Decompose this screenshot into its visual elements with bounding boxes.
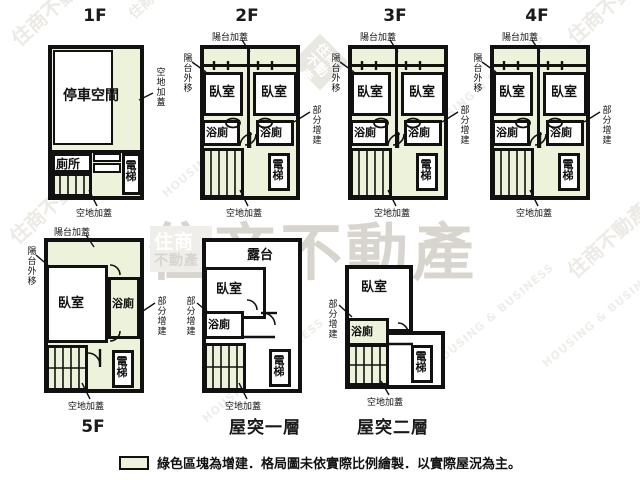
floor-plan-1f: 1F 停車空間 廁所 電梯 空地加蓋 空地加蓋 [0, 0, 180, 220]
room-bedroom-5f [46, 265, 108, 343]
corridor-box [93, 153, 121, 162]
note-balcony-addition-3f: 陽台加蓋 [360, 33, 397, 43]
room-bathroom-left-4f [492, 120, 530, 146]
room-bathroom-roof1 [204, 311, 244, 339]
note-balcony-moved-2f: 陽台外移 [183, 54, 193, 94]
room-label-bedroom: 臥室 [409, 85, 436, 100]
room-elevator-4f [558, 153, 580, 191]
legend-text: 綠色區塊為增建．格局圖未依實際比例繪製．以實際屋況為主。 [156, 457, 521, 472]
stairs-3f [350, 148, 392, 198]
floor-plan-4f: 4F 臥室 臥室 浴廁 浴廁 電梯 陽台加蓋 陽台外移 部分增 [464, 0, 640, 220]
wall-central-4f [537, 46, 540, 148]
room-label-bedroom: 臥室 [551, 85, 578, 100]
room-label-bedroom: 臥室 [209, 85, 236, 100]
room-label-bathroom: 浴廁 [208, 318, 230, 331]
room-label-bathroom: 浴廁 [206, 126, 228, 139]
room-label-elevator: 電梯 [116, 355, 128, 379]
note-vacant-land-addition-1f: 空地加蓋 [156, 68, 166, 108]
floor-plan-2f: 2F 臥室 臥室 浴廁 浴廁 電梯 [170, 0, 350, 220]
room-label-bathroom: 浴廁 [408, 126, 430, 139]
room-label-elevator: 電梯 [562, 158, 574, 182]
legend: 綠色區塊為增建．格局圖未依實際比例繪製．以實際屋況為主。 [0, 453, 640, 472]
room-label-elevator: 電梯 [273, 354, 285, 378]
room-elevator-roof1 [269, 349, 291, 387]
stairs-1f [52, 173, 92, 197]
note-partial-addition-2f: 部分增建 [312, 106, 322, 146]
room-label-elevator: 電梯 [420, 158, 432, 182]
note-vacant-land-addition-roof2: 空地加蓋 [367, 398, 404, 408]
note-vacant-land-addition-2f: 空地加蓋 [226, 209, 263, 219]
floor-title-4f: 4F [525, 6, 549, 26]
stairs-5f [46, 345, 88, 391]
room-label-bedroom: 臥室 [361, 280, 388, 295]
room-elevator-5f [112, 350, 134, 388]
room-elevator-1f [122, 153, 141, 195]
room-label-bedroom: 臥室 [261, 85, 288, 100]
floor-plan-roof2: 屋突二層 臥室 浴廁 電梯 部分增建 空地加蓋 [325, 245, 505, 450]
room-label-bathroom: 浴廁 [496, 126, 518, 139]
note-vacant-land-addition-1f-bottom: 空地加蓋 [76, 209, 113, 219]
note-partial-addition-roof2: 部分增建 [328, 300, 338, 340]
room-label-parking: 停車空間 [63, 88, 119, 104]
stairs-4f [492, 148, 534, 198]
stairs-2f [202, 148, 244, 198]
floor-title-roof2: 屋突二層 [357, 418, 429, 438]
wall-central-3f [395, 46, 398, 148]
note-balcony-moved-4f: 陽台外移 [473, 54, 483, 94]
wall-central-2f [247, 46, 250, 148]
room-label-bedroom: 臥室 [499, 85, 526, 100]
wall-divider [50, 150, 142, 153]
room-label-elevator: 電梯 [272, 158, 284, 182]
note-partial-addition-roof1: 部分增建 [186, 297, 196, 337]
balcony-wall-3f [350, 64, 446, 67]
note-balcony-addition-4f: 陽台加蓋 [502, 33, 539, 43]
note-partial-addition-4f: 部分增建 [602, 106, 612, 146]
floor-plan-5f: 5F 臥室 浴廁 電梯 陽台加蓋 陽台外移 部分增建 空地加蓋 [0, 225, 190, 450]
note-balcony-addition-5f: 陽台加蓋 [54, 228, 91, 238]
room-bathroom-5f [108, 277, 140, 339]
note-partial-addition-3f: 部分增建 [460, 106, 470, 146]
room-elevator-2f [268, 153, 290, 191]
floor-title-1f: 1F [83, 6, 107, 26]
balcony-wall-4f [492, 64, 588, 67]
room-bathroom-left-2f [202, 120, 240, 146]
corridor-box [93, 163, 121, 173]
room-bedroom-right-4f [543, 72, 587, 116]
note-vacant-land-addition-roof1: 空地加蓋 [225, 402, 262, 412]
floor-title-2f: 2F [235, 6, 259, 26]
stairs-roof1 [204, 343, 246, 391]
note-balcony-moved-3f: 陽台外移 [331, 54, 341, 94]
room-label-bathroom: 浴廁 [351, 325, 373, 338]
room-toilet-1f [52, 153, 92, 173]
room-label-terrace: 露台 [247, 248, 274, 263]
room-label-toilet: 廁所 [56, 157, 81, 171]
room-label-bedroom: 臥室 [216, 282, 243, 297]
room-elevator-roof2 [411, 345, 433, 383]
room-bathroom-right-2f [256, 120, 294, 146]
room-elevator-3f [416, 153, 438, 191]
balcony-wall-2f [202, 64, 298, 67]
note-balcony-addition-2f: 陽台加蓋 [212, 33, 249, 43]
stairs-roof2 [347, 344, 389, 386]
room-label-bathroom: 浴廁 [354, 126, 376, 139]
room-label-bathroom: 浴廁 [112, 297, 134, 310]
note-balcony-moved-5f: 陽台外移 [27, 247, 37, 287]
room-bedroom-left-4f [493, 72, 533, 116]
note-vacant-land-addition-5f: 空地加蓋 [68, 402, 105, 412]
room-label-bathroom: 浴廁 [260, 126, 282, 139]
room-label-elevator: 電梯 [125, 159, 137, 183]
note-partial-addition-5f: 部分增建 [157, 297, 167, 337]
note-vacant-land-addition-4f: 空地加蓋 [516, 209, 553, 219]
room-label-bedroom: 臥室 [58, 296, 85, 311]
legend-swatch-green [118, 455, 149, 470]
room-bedroom-left-2f [203, 72, 243, 116]
room-label-bedroom: 臥室 [357, 85, 384, 100]
floor-title-roof1: 屋突一層 [229, 418, 301, 438]
room-label-elevator: 電梯 [415, 350, 427, 374]
room-bedroom-right-2f [253, 72, 297, 116]
floor-title-3f: 3F [383, 6, 407, 26]
note-vacant-land-addition-3f: 空地加蓋 [374, 209, 411, 219]
floor-title-5f: 5F [81, 417, 105, 437]
room-label-bathroom: 浴廁 [550, 126, 572, 139]
